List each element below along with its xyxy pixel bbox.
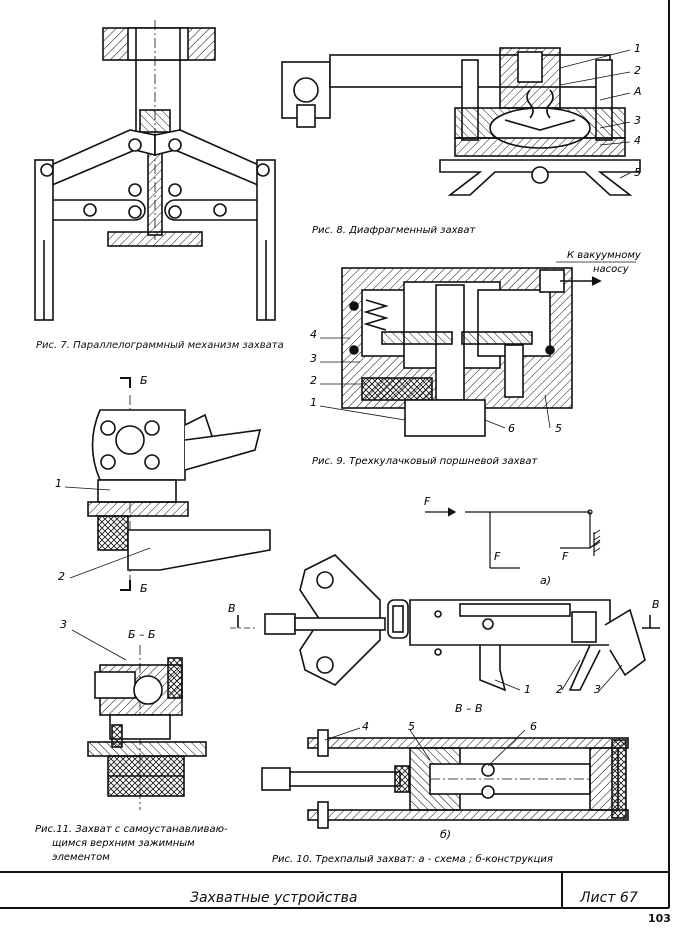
fig10b-top-view xyxy=(230,554,660,692)
fig9-vacuum-label-1: К вакуумному xyxy=(567,250,642,261)
fig10-caption: Рис. 10. Трехпалый захват: а - схема ; б… xyxy=(272,853,553,865)
fig11-caption-line3: элементом xyxy=(52,852,110,863)
fig11-caption-line2: щимся верхним зажимным xyxy=(52,838,195,849)
fig8-label-a: A xyxy=(633,85,642,98)
fig7-parallelogram-mechanism xyxy=(34,20,276,321)
fig10b-label-5: 5 xyxy=(408,720,415,733)
fig11-section-title: Б – Б xyxy=(128,628,156,641)
fig10a-force-f1-left: F xyxy=(494,550,501,563)
fig8-label-5: 5 xyxy=(634,166,641,179)
fig9-label-4: 4 xyxy=(310,328,317,341)
fig11-leaders xyxy=(64,486,151,661)
fig8-label-3: 3 xyxy=(634,114,641,127)
fig10-section-title: В – В xyxy=(455,702,483,715)
fig10b-label: б) xyxy=(440,828,451,841)
fig8-caption: Рис. 8. Диафрагменный захват xyxy=(312,225,477,236)
fig9-label-6: 6 xyxy=(508,422,515,435)
fig10b-section-leaders xyxy=(324,727,526,767)
fig10b-label-4: 4 xyxy=(362,720,369,733)
fig9-label-2: 2 xyxy=(310,374,317,387)
footer-sheet-number: Лист 67 xyxy=(580,890,638,906)
fig10b-section-view xyxy=(261,729,629,829)
fig9-vacuum-label-2: насосу xyxy=(593,264,630,275)
fig10b-leaders xyxy=(494,659,623,691)
fig9-leaders xyxy=(319,261,636,429)
fig7-caption: Рис. 7. Параллелограммный механизм захва… xyxy=(36,340,284,351)
fig11-caption-line1: Рис.11. Захват с самоустанавливаю- xyxy=(35,824,228,835)
fig10a-force-scheme xyxy=(425,507,601,569)
fig10b-label-6: 6 xyxy=(530,720,537,733)
fig9-piston-gripper xyxy=(341,267,602,437)
sheet-frame xyxy=(0,0,670,909)
fig8-label-4: 4 xyxy=(634,134,641,147)
page-number: 103 xyxy=(648,912,671,925)
fig10-section-marker-left: В xyxy=(228,602,236,615)
fig10a-force-f: F xyxy=(424,495,431,508)
fig10b-label-3: 3 xyxy=(594,683,601,696)
fig10a-label: а) xyxy=(540,574,551,587)
fig9-label-5: 5 xyxy=(555,422,562,435)
fig8-label-1: 1 xyxy=(634,42,641,55)
fig10b-label-2: 2 xyxy=(556,683,563,696)
fig9-caption: Рис. 9. Трехкулачковый поршневой захват xyxy=(312,456,539,467)
fig8-leaders xyxy=(559,49,631,179)
fig9-label-1: 1 xyxy=(310,396,317,409)
fig9-label-3: 3 xyxy=(310,352,317,365)
fig11-label-2: 2 xyxy=(58,570,65,583)
fig10a-force-f1-right: F xyxy=(562,550,569,563)
fig11-section-marker-bottom: Б xyxy=(140,582,148,595)
fig10b-label-1: 1 xyxy=(524,683,531,696)
fig11-label-1: 1 xyxy=(55,477,62,490)
fig10-section-marker-right: В xyxy=(652,598,660,611)
fig11-section-marker-top: Б xyxy=(140,374,148,387)
fig11-label-3: 3 xyxy=(60,618,67,631)
fig8-diaphragm-gripper xyxy=(281,47,641,196)
fig11-section-view xyxy=(87,645,207,810)
fig8-label-2: 2 xyxy=(634,64,641,77)
fig11-front-view xyxy=(87,377,271,591)
footer-title: Захватные устройства xyxy=(190,890,358,906)
